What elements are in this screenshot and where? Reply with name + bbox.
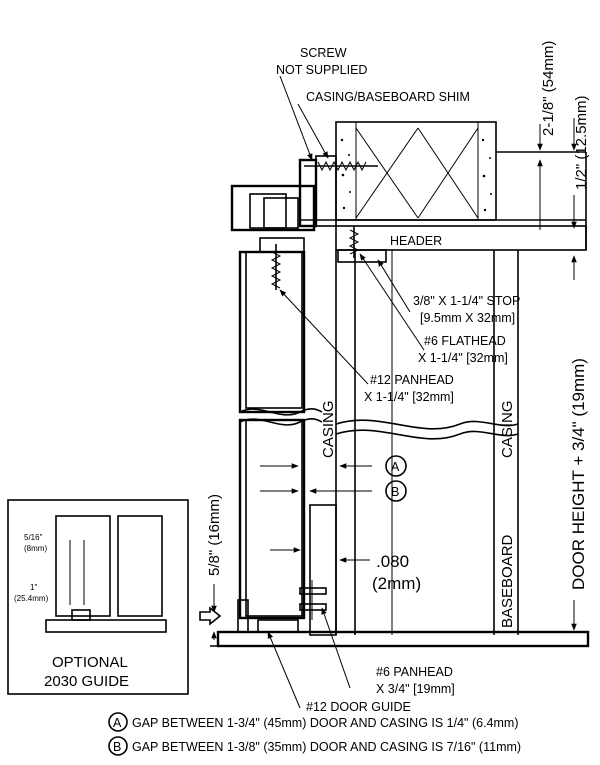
label-header: HEADER [390, 234, 442, 248]
label-screw-1: SCREW [300, 46, 347, 60]
inset-dim1-1: 5/16" [24, 533, 43, 542]
inset-dim2-2: (25.4mm) [14, 594, 49, 603]
inset-dim1-2: (8mm) [24, 544, 47, 553]
note-a: A GAP BETWEEN 1-3/4" (45mm) DOOR AND CAS… [108, 712, 519, 732]
label-flathead-2: X 1-1/4" [32mm] [418, 351, 508, 365]
label-panhead12-1: #12 PANHEAD [370, 373, 454, 387]
label-gap-value: .080 [376, 552, 409, 571]
label-gap-metric: (2mm) [372, 574, 421, 593]
leader-lines [267, 75, 425, 709]
label-panhead6-2: X 3/4" [19mm] [376, 682, 455, 696]
label-optional-2: 2030 GUIDE [44, 673, 129, 690]
label-screw-2: NOT SUPPLIED [276, 63, 367, 77]
track-assembly [230, 155, 378, 290]
svg-text:A: A [113, 716, 122, 730]
wall-framing [300, 121, 587, 635]
note-b: B GAP BETWEEN 1-3/8" (35mm) DOOR AND CAS… [108, 736, 521, 756]
floor [210, 630, 590, 648]
door-guide [237, 580, 327, 633]
dim-door-height: DOOR HEIGHT + 3/4" (19mm) [569, 358, 588, 590]
label-panhead12-2: X 1-1/4" [32mm] [364, 390, 454, 404]
label-shim: CASING/BASEBOARD SHIM [306, 90, 470, 104]
label-flathead-1: #6 FLATHEAD [424, 334, 506, 348]
svg-text:B: B [391, 485, 399, 499]
svg-text:A: A [391, 460, 400, 474]
break-lines [239, 408, 519, 440]
dim-58: 5/8" (16mm) [206, 494, 223, 576]
label-casing-right: CASING [499, 400, 516, 458]
dim-top: 2-1/8" (54mm) [540, 41, 557, 136]
marker-b: B [385, 480, 407, 502]
label-baseboard: BASEBOARD [499, 534, 516, 628]
svg-text:B: B [113, 740, 121, 754]
svg-text:GAP BETWEEN 1-3/4" (45mm) DOOR: GAP BETWEEN 1-3/4" (45mm) DOOR AND CASIN… [132, 716, 519, 730]
marker-a: A [385, 455, 407, 477]
door-panel [238, 250, 337, 636]
label-optional-1: OPTIONAL [52, 654, 128, 671]
inset-optional-guide [7, 499, 189, 695]
dim-half: 1/2" (12.5mm) [573, 95, 590, 190]
label-casing-left: CASING [320, 400, 337, 458]
stop-block [337, 226, 387, 263]
inset-dim2-1: 1" [30, 583, 37, 592]
label-door-guide: #12 DOOR GUIDE [306, 700, 411, 714]
label-stop-2: [9.5mm X 32mm] [420, 311, 515, 325]
label-stop-1: 3/8" X 1-1/4" STOP [413, 294, 520, 308]
dimensions [199, 118, 577, 640]
label-panhead6-1: #6 PANHEAD [376, 665, 453, 679]
svg-text:GAP BETWEEN 1-3/8" (35mm) DOOR: GAP BETWEEN 1-3/8" (35mm) DOOR AND CASIN… [132, 740, 521, 754]
